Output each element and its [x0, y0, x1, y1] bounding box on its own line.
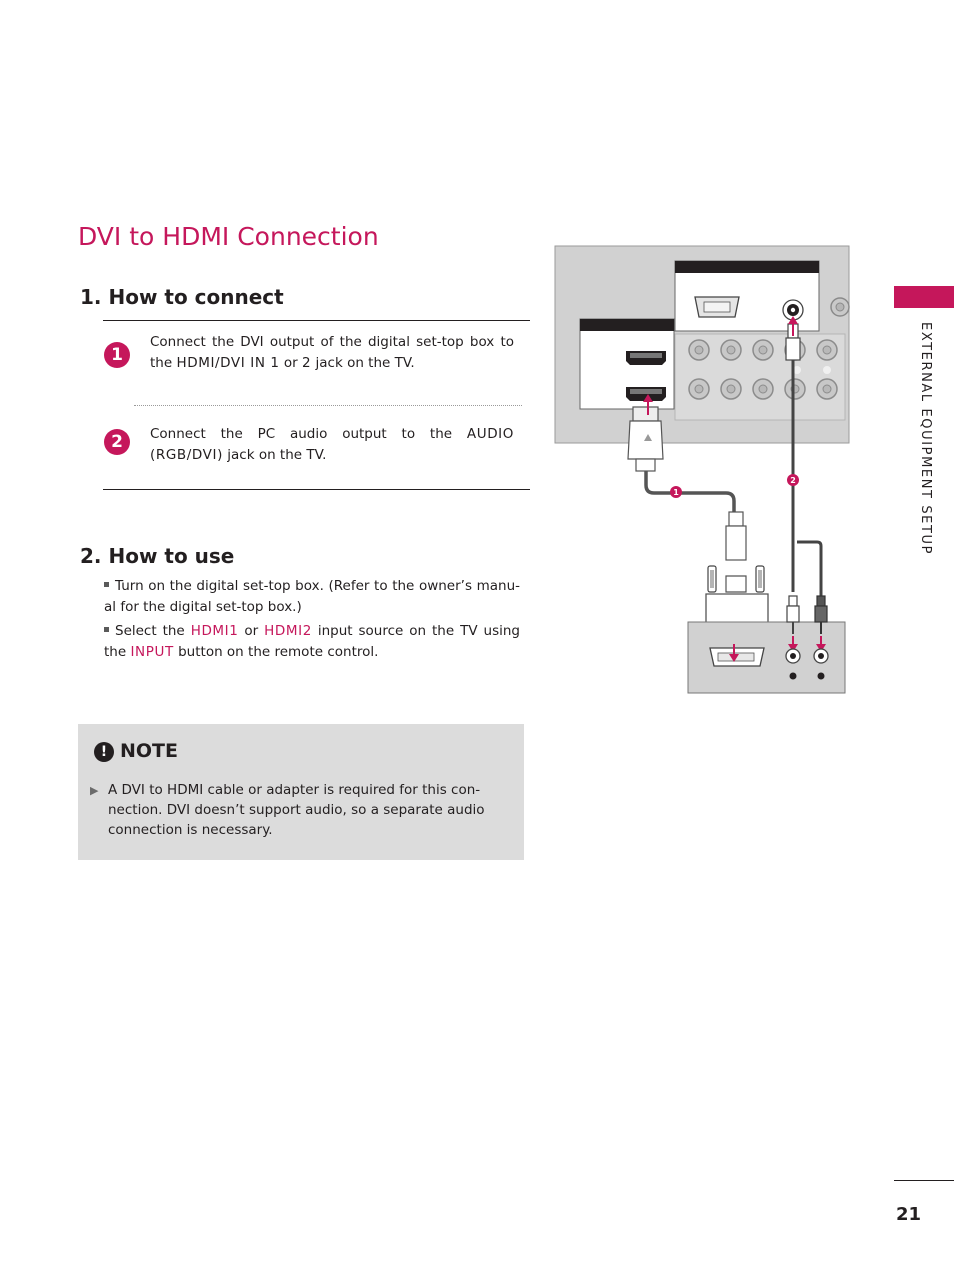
section-side-tab: [894, 286, 954, 308]
section-bottom-rule: [103, 489, 530, 490]
note-label: NOTE: [120, 740, 178, 762]
callout-2-marker: [787, 474, 799, 486]
use-bullet-1: Turn on the digital set-top box. (Refer …: [104, 578, 520, 615]
exclamation-icon: !: [94, 742, 114, 762]
step-1-badge: 1: [104, 342, 130, 368]
svg-text:2: 2: [790, 476, 796, 485]
svg-text:1: 1: [673, 488, 679, 497]
bullet-square-icon: [104, 626, 109, 632]
note-box: ! NOTE ▶ A DVI to HDMI cable or adapter …: [78, 724, 524, 860]
page-title: DVI to HDMI Connection: [78, 222, 379, 251]
use-bullet-2: Select the HDMI1 or HDMI2 input source o…: [104, 623, 520, 660]
section-heading-how-to-connect: 1. How to connect: [80, 285, 284, 309]
note-text: A DVI to HDMI cable or adapter is requir…: [108, 782, 485, 838]
section-top-rule: [103, 320, 530, 321]
triangle-right-icon: ▶: [90, 784, 99, 797]
page-number: 21: [896, 1204, 922, 1225]
bullet-square-icon: [104, 581, 109, 587]
step-divider: [134, 405, 522, 406]
step-2-badge: 2: [104, 429, 130, 455]
step-2-text: Connect the PC audio output to the AUDIO…: [150, 426, 514, 463]
section-heading-how-to-use: 2. How to use: [80, 544, 235, 568]
connection-diagram: 1 2: [554, 245, 850, 694]
hdmi-module-header: [580, 319, 674, 331]
rgb-module-header: [675, 261, 819, 273]
footer-rule: [894, 1180, 954, 1181]
step-1-text: Connect the DVI output of the digital se…: [150, 334, 514, 371]
side-section-label: EXTERNAL EQUIPMENT SETUP: [918, 322, 933, 556]
callout-1-marker: [670, 486, 682, 498]
